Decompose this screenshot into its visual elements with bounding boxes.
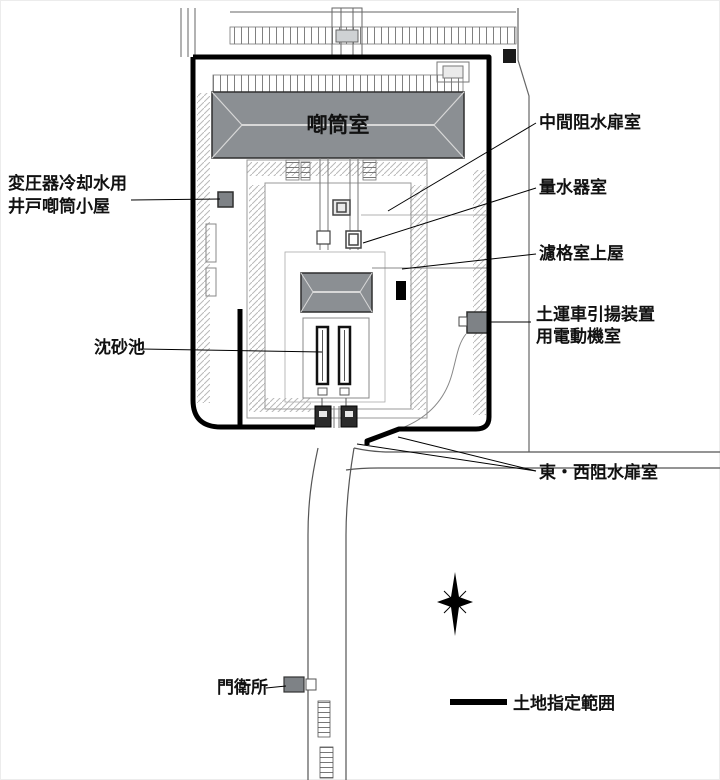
courtyard-inner-outline <box>264 182 412 410</box>
site-boundary-left <box>190 57 315 430</box>
small-chamber <box>316 230 331 245</box>
basin-center-lines <box>322 330 345 381</box>
screen-room-hips <box>300 272 373 313</box>
leader-well-hut <box>130 198 221 201</box>
gatehouse-building <box>283 676 305 693</box>
label-east-west-sluice: 東・西阻水扉室 <box>539 462 658 483</box>
label-hauling-motor-room-line2: 用電動機室 <box>536 326 621 347</box>
leader-west-sluice <box>356 443 537 472</box>
west-wall-structures <box>205 223 217 297</box>
seawall-hatch-strip <box>229 26 517 45</box>
leader-gatehouse <box>265 685 287 689</box>
label-hauling-motor-room-line1: 土運車引揚装置 <box>536 304 655 325</box>
label-settling-basin: 沈砂池 <box>94 337 145 358</box>
leader-east-sluice <box>397 436 537 472</box>
entrance-channel-lines <box>333 406 340 428</box>
approach-road-east <box>345 447 720 471</box>
access-road <box>307 447 355 780</box>
stair-blocks <box>285 159 377 181</box>
label-water-meter-room: 量水器室 <box>539 177 607 198</box>
leader-water-meter <box>362 187 537 244</box>
label-intermediate-sluice: 中間阻水扉室 <box>539 112 641 133</box>
compass-star-icon <box>437 572 473 636</box>
intermediate-sluice-structure <box>332 199 351 216</box>
leader-settling-basin <box>140 348 323 353</box>
leader-intermediate-sluice <box>387 122 537 212</box>
basin-enclosure <box>302 317 370 399</box>
leader-screen-room <box>401 253 537 270</box>
leader-lines <box>130 122 537 689</box>
label-screen-room: 濾格室上屋 <box>539 243 624 264</box>
label-transformer-well-line1: 変圧器冷却水用 <box>8 173 127 194</box>
gatehouse-annex <box>305 678 317 691</box>
road-crossing-grating <box>319 746 334 779</box>
sluice-gate-east <box>340 405 358 428</box>
pump-room-terrace-hatch <box>212 74 464 93</box>
intake-structure-top <box>331 7 363 58</box>
top-right-block <box>503 49 516 63</box>
label-gatehouse: 門衛所 <box>217 677 268 698</box>
basin-yard-outline <box>284 251 386 403</box>
pier-lines-top-left <box>180 8 196 57</box>
northeast-structure <box>436 61 470 83</box>
pump-room-label: 喞筒室 <box>307 113 370 137</box>
hauling-motor-room <box>466 311 490 334</box>
road-gate-grating <box>317 700 331 738</box>
label-transformer-well-line2: 井戸喞筒小屋 <box>8 196 110 217</box>
service-path-east <box>401 333 467 429</box>
boundary-gate-block <box>396 281 406 300</box>
pump-room-roof-hips <box>211 91 465 159</box>
site-boundary-main <box>193 54 492 445</box>
street-edge-right <box>517 8 530 452</box>
well-pump-hut <box>217 191 234 208</box>
courtyard-outer-outline <box>246 159 428 419</box>
legend-label: 土地指定範囲 <box>513 693 615 714</box>
basin-outlet-marks <box>317 387 350 406</box>
water-meter-structure <box>345 230 362 249</box>
sluice-gate-west <box>314 405 332 428</box>
motor-room-annex <box>458 316 468 327</box>
